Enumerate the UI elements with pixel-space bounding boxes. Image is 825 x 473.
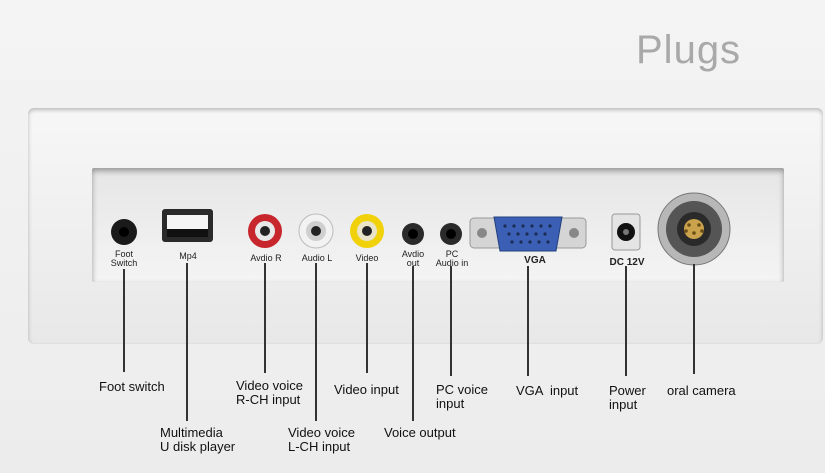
dc-jack-icon: [611, 213, 641, 251]
rca-red-jack-icon: [248, 214, 282, 248]
callout-power: Power input: [609, 383, 646, 412]
callout-usb: Multimedia U disk player: [160, 425, 236, 454]
foot-switch-jack-icon: [111, 219, 137, 245]
callout-pc-voice: PC voice input: [436, 382, 489, 411]
rca-yellow-jack-icon: [350, 214, 384, 248]
usb-port-icon: [162, 209, 213, 242]
callout-audio-l: Video voice L-CH input: [288, 425, 355, 454]
panel-label-video: Video: [355, 253, 379, 263]
panel-label-audio-out: Avdio out: [401, 249, 425, 268]
panel-label-mp4: Mp4: [179, 251, 197, 261]
callout-line-vga: [527, 266, 529, 376]
callout-vga: VGA input: [516, 383, 579, 398]
rca-white-jack-icon: [298, 213, 334, 249]
audio-out-jack-icon: [402, 223, 424, 245]
callout-audio-r: Video voice R-CH input: [236, 378, 303, 407]
callout-line-foot-switch: [123, 269, 125, 372]
panel-label-audio-l: Audio L: [301, 253, 333, 263]
panel-label-dc12v: DC 12V: [609, 257, 645, 268]
callout-voice-output: Voice output: [384, 425, 456, 440]
callout-line-audio-r: [264, 263, 266, 373]
camera-connector-icon: [657, 192, 731, 266]
callout-line-voice-output: [412, 266, 414, 421]
vga-port-icon: [469, 216, 587, 252]
pc-audio-in-jack-icon: [440, 223, 462, 245]
callout-video: Video input: [334, 382, 399, 397]
callout-oral-camera: oral camera: [667, 383, 736, 398]
callout-foot-switch: Foot switch: [99, 379, 165, 394]
callout-line-video: [366, 263, 368, 373]
page-title: Plugs: [636, 28, 742, 72]
callout-line-oral-camera: [693, 264, 695, 374]
panel-label-pc-audio-in: PC Audio in: [435, 249, 469, 268]
panel-label-vga: VGA: [524, 255, 546, 266]
panel-label-audio-r: Avdio R: [250, 253, 282, 263]
callout-line-pc-voice: [450, 266, 452, 376]
callout-line-power: [625, 266, 627, 376]
callout-line-audio-l: [315, 263, 317, 421]
callout-line-usb: [186, 263, 188, 421]
panel-label-foot-switch: Foot Switch: [110, 249, 138, 268]
